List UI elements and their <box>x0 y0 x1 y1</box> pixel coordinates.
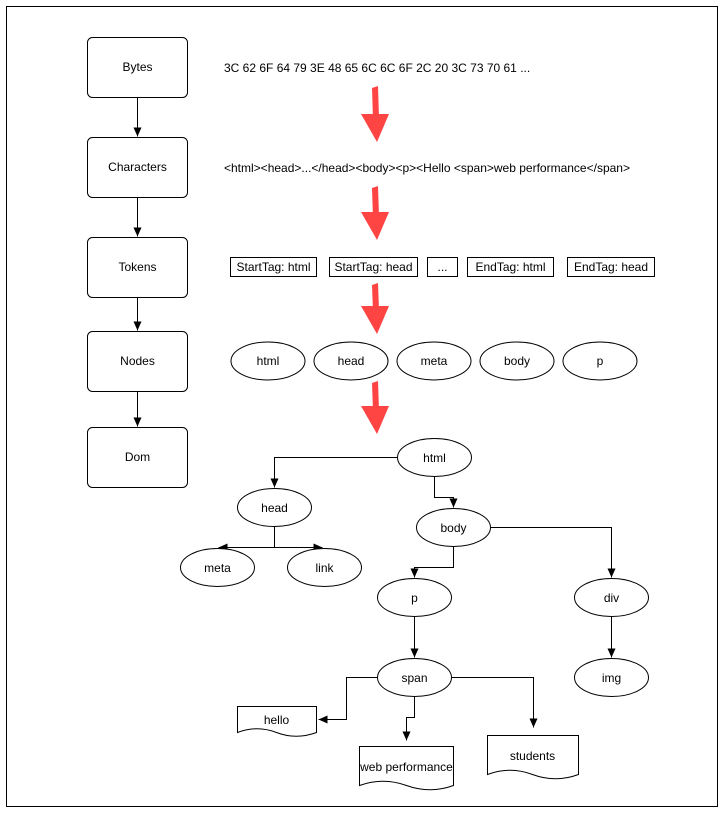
stage-bytes: Bytes <box>87 37 188 98</box>
dom-tree-nodes: html head body meta link p div span <box>180 438 649 791</box>
node-label: body <box>504 354 530 368</box>
dom-node-label: div <box>604 591 619 605</box>
token-item: EndTag: head <box>567 257 655 277</box>
edge-html-head <box>270 457 398 488</box>
stage-nodes: Nodes <box>87 331 188 392</box>
token-item: StartTag: head <box>329 257 418 277</box>
edge-span-students <box>451 677 538 728</box>
node-label: html <box>257 354 280 368</box>
edge-body-div <box>490 527 616 578</box>
red-arrow-3 <box>361 283 389 334</box>
dom-node-label: meta <box>204 561 231 575</box>
dom-tree-edges <box>218 457 616 741</box>
token-item: EndTag: html <box>467 257 554 277</box>
node-item: body <box>479 341 555 381</box>
dom-node-label: body <box>440 521 466 535</box>
bytes-text: 3C 62 6F 64 79 3E 48 65 6C 6C 6F 2C 20 3… <box>224 61 530 75</box>
node-label: meta <box>421 354 448 368</box>
token-list: StartTag: html StartTag: head ... EndTag… <box>230 257 655 277</box>
dom-text-node-web-performance: web performance <box>359 746 454 791</box>
dom-node-label: hello <box>264 713 290 727</box>
dom-node-label: head <box>261 501 288 515</box>
node-item: p <box>562 341 638 381</box>
dom-node-label: web performance <box>359 760 453 774</box>
node-label: head <box>338 354 365 368</box>
dom-node-link: link <box>287 548 362 587</box>
dom-node-html: html <box>397 438 472 477</box>
dom-node-div: div <box>574 578 649 617</box>
edge-html-body <box>434 476 458 508</box>
red-flow-arrows <box>361 86 389 434</box>
token-item: StartTag: html <box>230 257 317 277</box>
dom-text-node-hello: hello <box>237 706 317 737</box>
dom-node-label: html <box>423 451 446 465</box>
dom-node-label: students <box>510 749 555 763</box>
dom-node-label: link <box>315 561 334 575</box>
token-label: EndTag: html <box>475 260 545 274</box>
token-label: StartTag: html <box>236 260 310 274</box>
dom-node-body: body <box>416 508 491 547</box>
dom-node-label: p <box>411 591 418 605</box>
stage-dom-label: Dom <box>125 450 150 464</box>
token-label: ... <box>437 260 447 274</box>
token-item: ... <box>427 257 458 277</box>
dom-node-label: img <box>602 671 621 685</box>
stage-bytes-label: Bytes <box>122 60 152 74</box>
stage-dom: Dom <box>87 427 188 488</box>
stage-nodes-label: Nodes <box>120 354 155 368</box>
dom-node-head: head <box>237 488 312 527</box>
stage-tokens-label: Tokens <box>118 260 156 274</box>
dom-node-meta: meta <box>180 548 255 587</box>
dom-node-p: p <box>377 578 452 617</box>
edge-span-hello <box>318 677 378 724</box>
node-label: p <box>597 354 604 368</box>
dom-node-label: span <box>401 671 427 685</box>
red-arrow-2 <box>361 186 389 240</box>
stage-tokens: Tokens <box>87 237 188 298</box>
token-label: EndTag: head <box>574 260 648 274</box>
stage-characters: Characters <box>87 137 188 198</box>
dom-node-span: span <box>377 658 452 697</box>
dom-text-node-students: students <box>487 735 579 780</box>
node-item: head <box>313 341 389 381</box>
red-arrow-1 <box>361 86 389 142</box>
characters-text: <html><head>...</head><body><p><Hello <s… <box>224 161 630 175</box>
token-label: StartTag: head <box>334 260 412 274</box>
node-list: html head meta body p <box>230 341 638 381</box>
red-arrow-4 <box>361 381 389 434</box>
node-item: html <box>230 341 306 381</box>
edge-span-webperf <box>402 696 415 741</box>
stage-characters-label: Characters <box>108 160 167 174</box>
dom-node-img: img <box>574 658 649 697</box>
edge-body-p <box>410 546 454 578</box>
node-item: meta <box>396 341 472 381</box>
